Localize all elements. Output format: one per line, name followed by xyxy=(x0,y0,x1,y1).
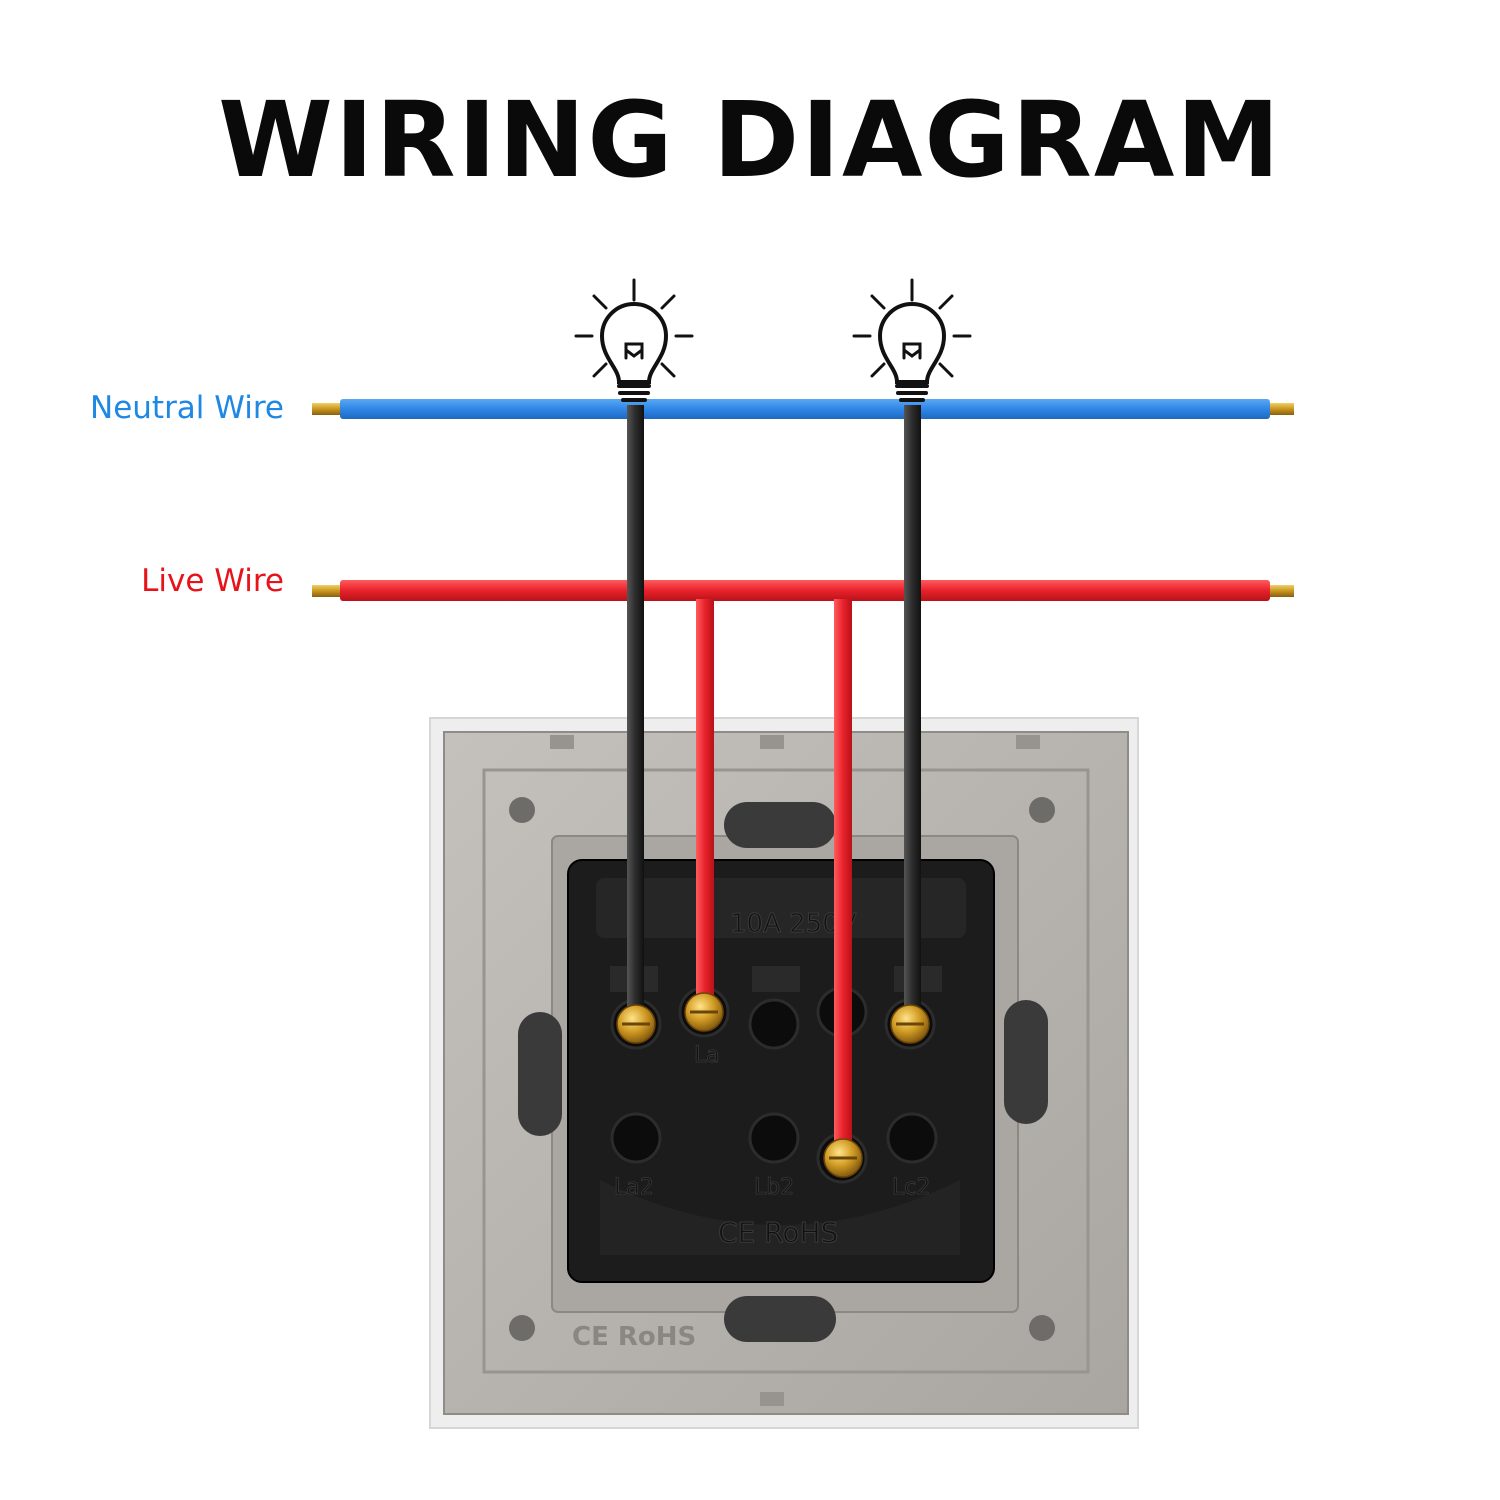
light-bulb-icon xyxy=(852,278,972,402)
terminal-hole xyxy=(748,998,800,1050)
neutral-wire-left-conductor xyxy=(312,403,342,415)
light-bulb-icon xyxy=(574,278,694,402)
terminal-screw xyxy=(823,1138,863,1178)
plate-cert-marking: CE RoHS xyxy=(572,1322,696,1352)
terminal-screw xyxy=(890,1004,930,1044)
terminal-label-la2: La2 xyxy=(614,1175,654,1200)
plate-slot xyxy=(724,802,836,848)
mounting-hole xyxy=(1029,797,1055,823)
plate-slot xyxy=(518,1012,562,1136)
mounting-hole xyxy=(509,797,535,823)
terminal-label-lc2: Lc2 xyxy=(892,1175,930,1200)
neutral-wire-right-conductor xyxy=(1266,403,1294,415)
terminal-label-la: La xyxy=(694,1043,720,1068)
neutral-wire xyxy=(312,399,1294,419)
mounting-hole xyxy=(509,1315,535,1341)
live-wire xyxy=(312,580,1294,601)
live-wire-label: Live Wire xyxy=(141,563,284,599)
terminal-hole xyxy=(886,1112,938,1164)
terminal-screw xyxy=(684,992,724,1032)
plate-slot xyxy=(724,1296,836,1342)
neutral-wire-label: Neutral Wire xyxy=(90,390,284,426)
lamp-wire-2 xyxy=(904,405,921,1023)
live-jumper-wire xyxy=(696,599,714,1011)
live-wire-left-conductor xyxy=(312,585,342,597)
plate-slot xyxy=(1004,1000,1048,1124)
lamp-wire-1 xyxy=(627,405,644,1023)
live-wire-right-conductor xyxy=(1266,585,1294,597)
diagram-title: WIRING DIAGRAM xyxy=(218,79,1282,201)
module-cert-marking: CE RoHS xyxy=(718,1216,838,1249)
terminal-hole xyxy=(610,1112,662,1164)
terminal-hole xyxy=(748,1112,800,1164)
terminal-label-lb2: Lb2 xyxy=(754,1175,794,1200)
mounting-hole xyxy=(1029,1315,1055,1341)
terminal-screw xyxy=(616,1004,656,1044)
live-jumper-wire xyxy=(834,599,852,1157)
